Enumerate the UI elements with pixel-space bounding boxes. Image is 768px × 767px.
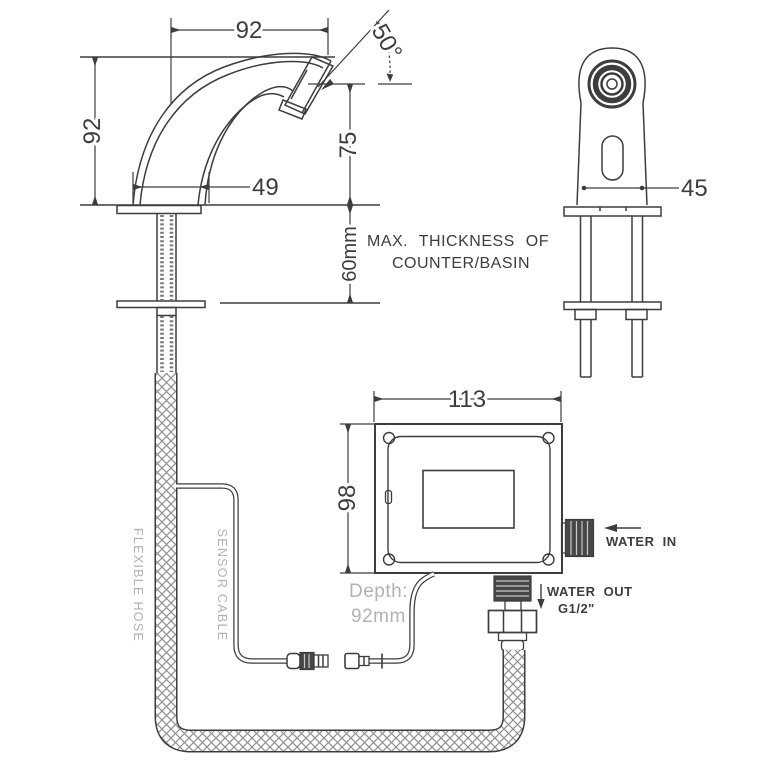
- front-width-dimension: [581, 185, 679, 191]
- hex-nut: [487, 609, 538, 634]
- water-out-label: WATER OUT: [547, 584, 633, 599]
- depth-label: Depth:: [349, 581, 408, 602]
- control-box-tab: [384, 489, 393, 505]
- control-box-outline: [374, 423, 563, 574]
- rod-nut-right: [625, 308, 648, 321]
- spout-body: [132, 52, 335, 206]
- cable-connector-male: [286, 651, 329, 671]
- sensor-window: [601, 135, 624, 181]
- faucet-front-view: [563, 47, 679, 378]
- side-view-dimensions: [91, 9, 412, 303]
- dim-spout-reach: 92: [236, 17, 263, 44]
- water-out-port: [487, 575, 538, 652]
- control-box-window: [422, 469, 515, 529]
- water-out-thread-label: G1/2": [558, 601, 595, 616]
- dim-spout-angle: 50°: [366, 20, 408, 65]
- sensor-cable-label: SENSOR CABLE: [215, 529, 229, 642]
- dim-outlet-height: 75: [335, 132, 362, 159]
- dim-base-width: 49: [252, 174, 279, 201]
- front-flange: [563, 206, 662, 217]
- mounting-plate: [116, 300, 206, 309]
- water-in-label: WATER IN: [606, 534, 677, 549]
- faucet-base-flange: [116, 204, 202, 215]
- water-out-arrow: [537, 584, 545, 609]
- mounting-nut: [156, 306, 177, 317]
- flexible-hose-label: FLEXIBLE HOSE: [131, 528, 145, 642]
- mounting-rods: [579, 216, 644, 378]
- dim-counter-thickness: 60mm: [339, 226, 361, 282]
- water-in-arrow: [604, 524, 641, 532]
- dim-box-width: 113: [448, 386, 486, 413]
- rod-nut-left: [574, 308, 597, 321]
- water-in-port: [560, 518, 595, 558]
- control-box: [374, 423, 595, 652]
- sensor-cable: [176, 483, 435, 671]
- dim-box-height: 98: [334, 485, 361, 512]
- faucet-side-view: [80, 52, 380, 373]
- cable-connector-female: [344, 652, 383, 670]
- dim-front-width: 45: [681, 175, 708, 202]
- threaded-shank: [156, 213, 177, 373]
- spout-outlet-rings: [587, 59, 637, 109]
- dim-spout-height: 92: [79, 118, 106, 145]
- front-lower-plate: [563, 301, 662, 311]
- depth-value: 92mm: [351, 606, 406, 627]
- max-thickness-note-line1: MAX. THICKNESS OF: [367, 233, 549, 250]
- max-thickness-note-line2: COUNTER/BASIN: [392, 255, 530, 272]
- flexible-hose: [154, 373, 526, 753]
- control-box-dimensions: [340, 391, 562, 574]
